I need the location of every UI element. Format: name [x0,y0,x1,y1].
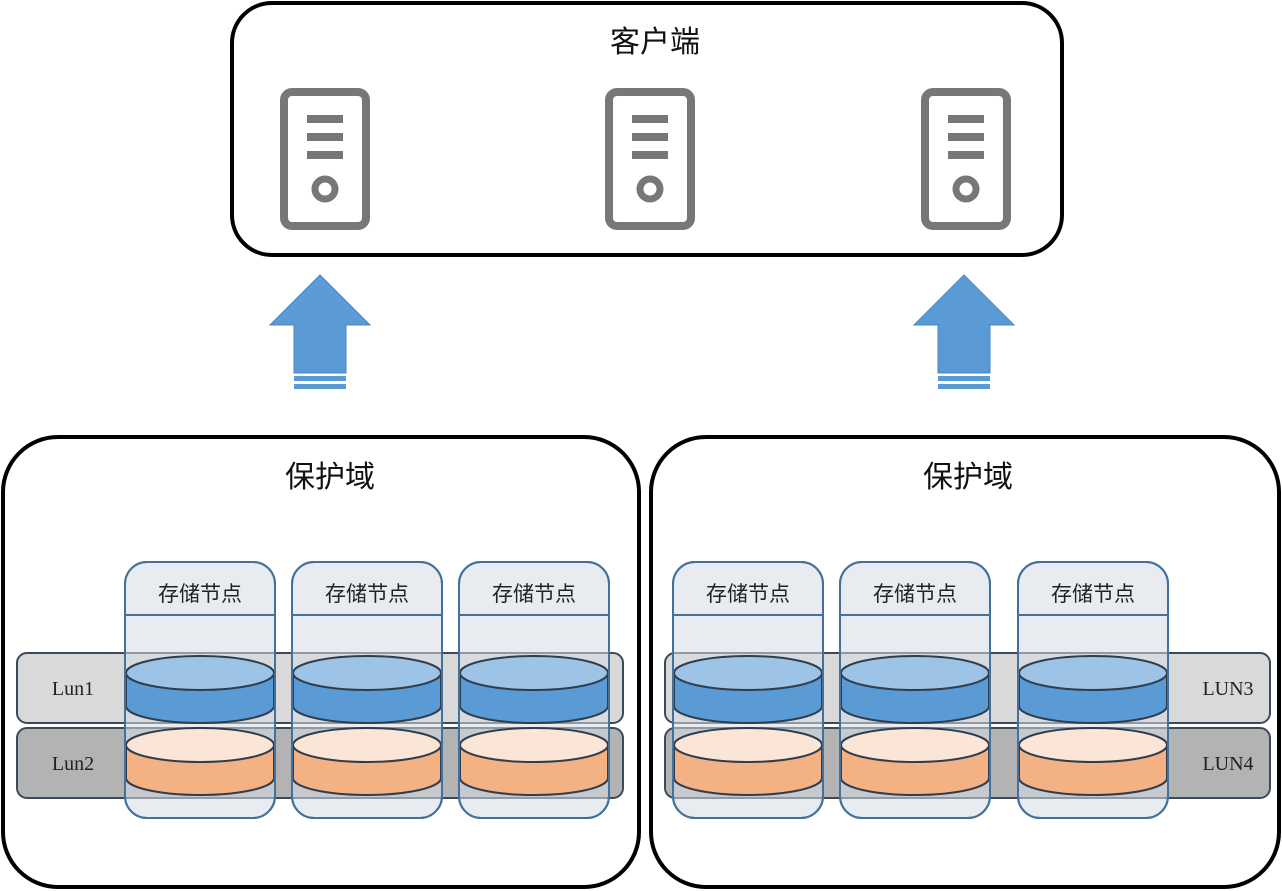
storage-node: 存储节点 [124,561,276,819]
client-group: 客户端 [230,1,1064,257]
disk-blue-icon [459,655,609,724]
disk-blue-icon [673,655,823,724]
storage-node: 存储节点 [672,561,824,819]
disk-blue-icon [292,655,442,724]
disk-blue-icon [1018,655,1168,724]
domain-title: 保护域 [923,460,1013,495]
disk-orange-icon [840,727,990,796]
storage-node-label: 存储节点 [325,582,409,606]
domain-title: 保护域 [285,460,375,495]
storage-node: 存储节点 [1017,561,1169,819]
arrow-up-icon [268,274,372,389]
disk-blue-icon [840,655,990,724]
storage-node: 存储节点 [458,561,610,819]
server-icon [605,88,695,230]
disk-orange-icon [292,727,442,796]
client-title: 客户端 [610,25,700,60]
storage-node-label: 存储节点 [158,582,242,606]
storage-node-label: 存储节点 [492,582,576,606]
storage-node-label: 存储节点 [706,582,790,606]
lun-label: Lun2 [52,753,94,775]
disk-orange-icon [1018,727,1168,796]
server-icon [921,88,1011,230]
disk-orange-icon [125,727,275,796]
disk-blue-icon [125,655,275,724]
lun-label: LUN3 [1202,678,1253,700]
server-icon [280,88,370,230]
disk-orange-icon [673,727,823,796]
lun-label: LUN4 [1202,753,1253,775]
storage-node-label: 存储节点 [873,582,957,606]
lun-label: Lun1 [52,678,94,700]
arrows-group [268,274,1016,389]
storage-node-label: 存储节点 [1051,582,1135,606]
arrow-up-icon [912,274,1016,389]
storage-node: 存储节点 [839,561,991,819]
storage-node: 存储节点 [291,561,443,819]
disk-orange-icon [459,727,609,796]
